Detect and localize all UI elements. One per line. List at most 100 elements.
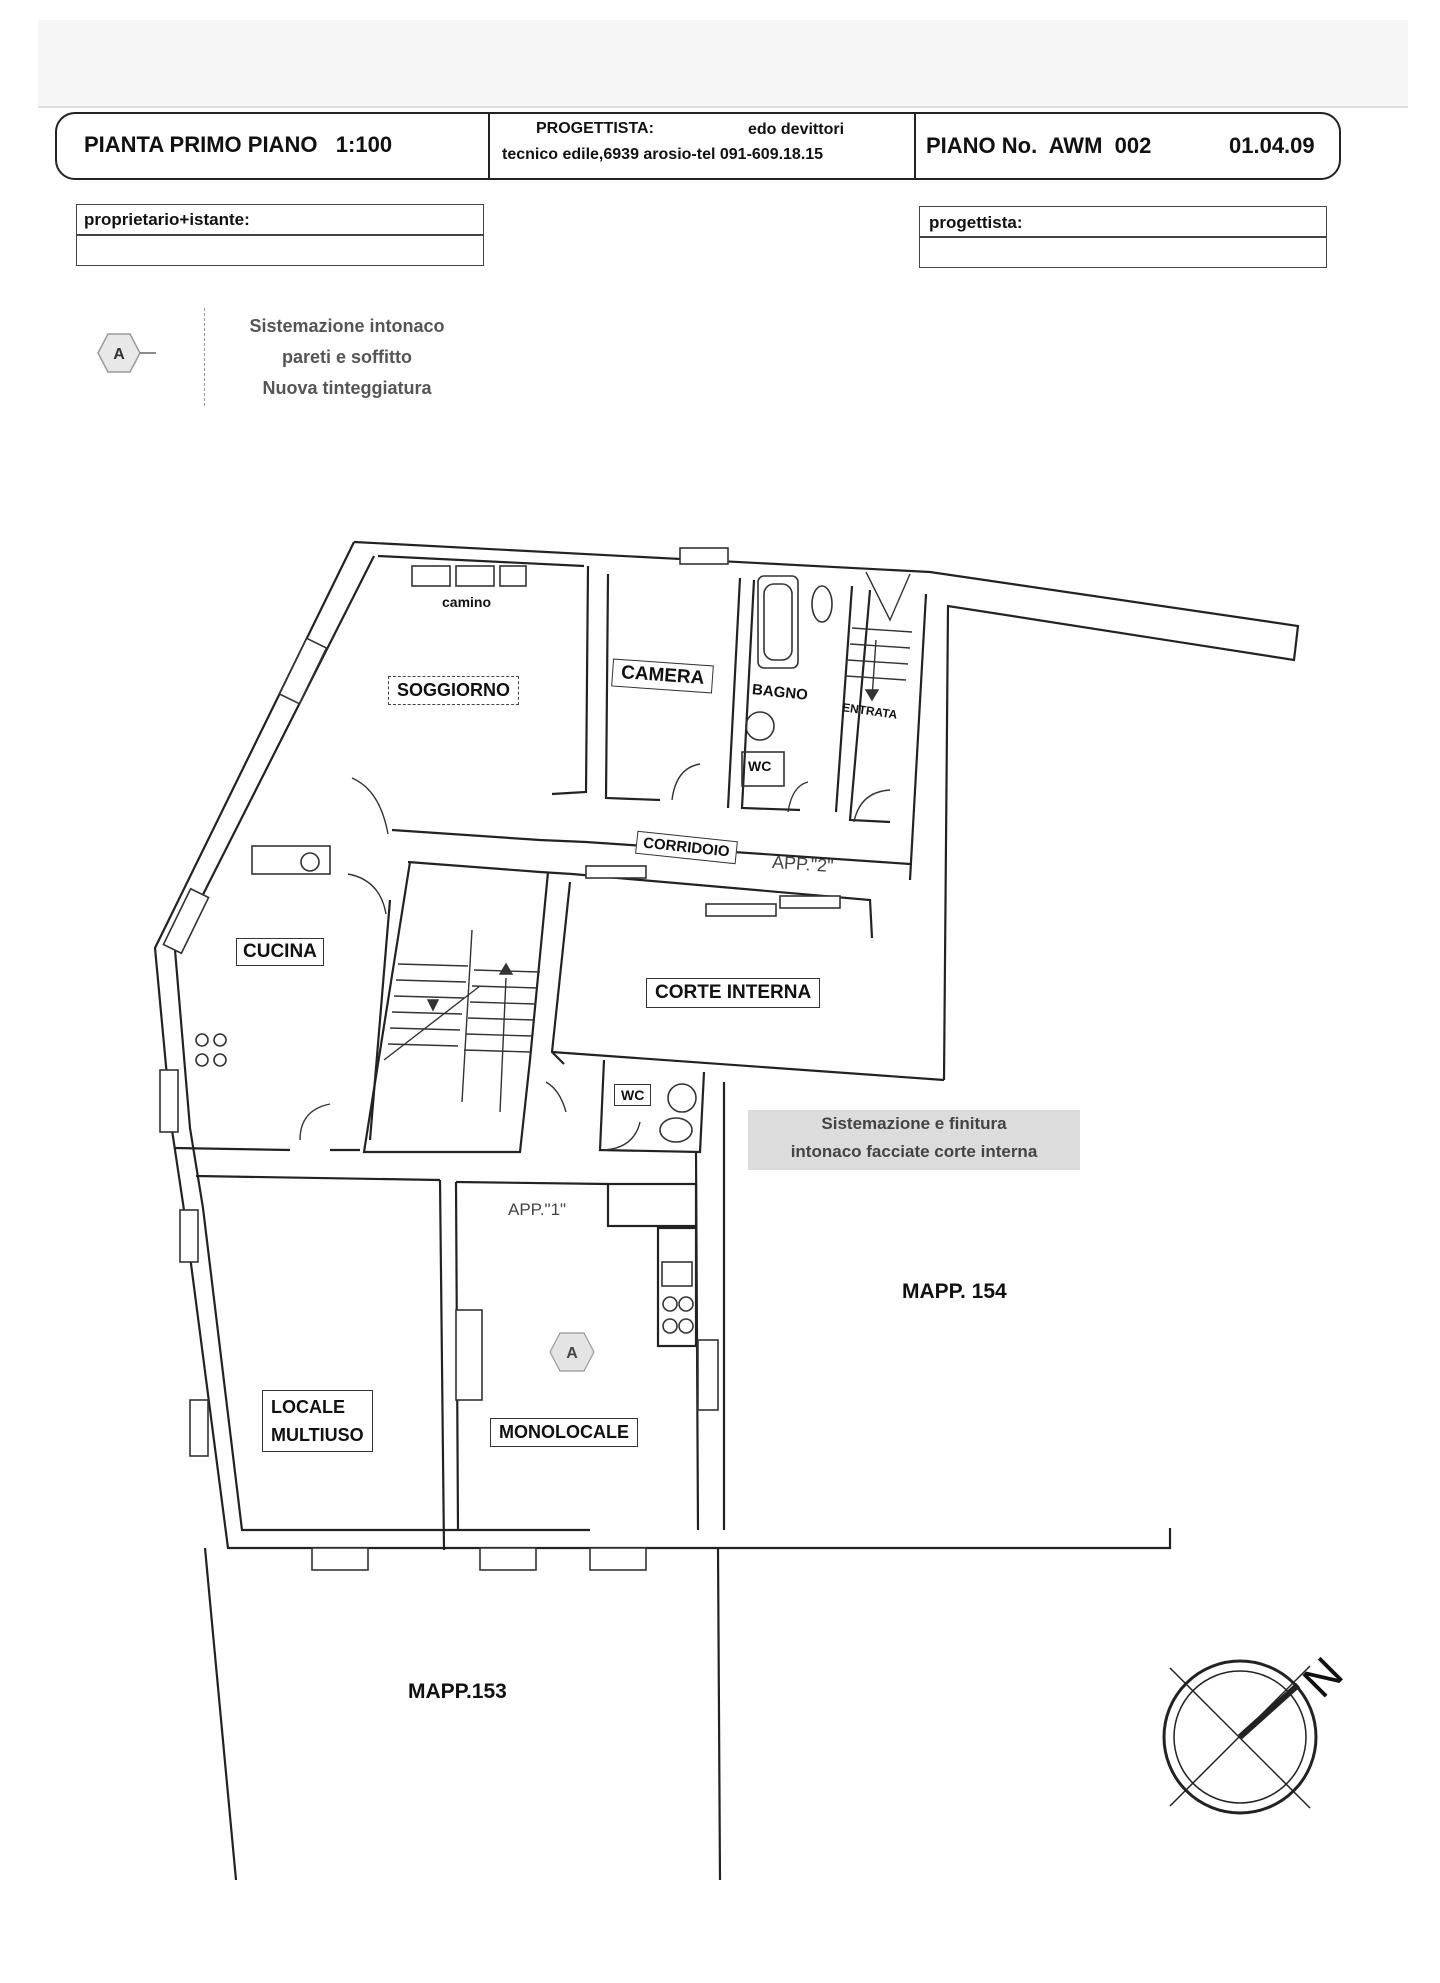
mono-burner-1 — [662, 1296, 678, 1312]
window-soggiorno-west — [278, 637, 328, 705]
camera-walls — [604, 573, 661, 802]
designer-field-divider — [919, 236, 1327, 238]
bathtub-inner — [763, 583, 793, 661]
window-camera-north — [679, 547, 729, 565]
cucina-south-wall — [173, 1146, 291, 1152]
fireplace — [411, 565, 527, 587]
window-locale-west — [179, 1209, 199, 1263]
monolocale-north-wall — [455, 1180, 609, 1186]
window-locale-west-2 — [189, 1399, 209, 1457]
window-monolocale-east — [697, 1339, 719, 1411]
camera-east-wall — [726, 577, 742, 809]
bagno-walls — [740, 579, 801, 812]
window-cucina-west-2 — [159, 1069, 179, 1133]
corridor-north-wall — [391, 828, 911, 866]
mono-burner-3 — [662, 1318, 678, 1334]
label-corte-interna: CORTE INTERNA — [646, 978, 821, 1008]
marker-a-monolocale: A — [549, 1332, 595, 1372]
stair-inner — [368, 899, 392, 1141]
label-multiuso: MULTIUSO — [271, 1425, 364, 1445]
mono-burner-2 — [678, 1296, 694, 1312]
window-corridor-2 — [705, 903, 777, 917]
stove-burner-3 — [195, 1053, 209, 1067]
main-stairs — [383, 929, 541, 1113]
entrata-stairs — [845, 571, 913, 702]
plan-date: 01.04.09 — [1229, 133, 1315, 158]
sink-cucina — [251, 845, 331, 875]
bagno-east-wall — [834, 585, 854, 813]
window-monolocale-west — [455, 1309, 483, 1401]
parcel-154: MAPP. 154 — [902, 1280, 1007, 1303]
top-strip — [38, 20, 1408, 108]
stove-burner-2 — [213, 1033, 227, 1047]
legend-line-1: Sistemazione intonaco — [249, 316, 445, 336]
locale-east-wall — [438, 1179, 446, 1551]
legend-bracket — [204, 308, 205, 406]
designer-name: edo devittori — [748, 121, 845, 138]
label-soggiorno: SOGGIORNO — [388, 676, 520, 705]
designer-label: PROGETTISTA: — [536, 120, 654, 137]
facade-note: Sistemazione e finitura intonaco facciat… — [748, 1110, 1080, 1170]
label-monolocale: MONOLOCALE — [490, 1418, 638, 1447]
soggiorno-east-wall — [551, 565, 590, 796]
legend-text: Sistemazione intonaco pareti e soffitto … — [212, 311, 482, 404]
north-wall-inner — [377, 554, 585, 568]
door-arcs — [299, 763, 891, 1151]
window-monolocale-south-1 — [479, 1547, 537, 1571]
legend-line-3: Nuova tinteggiatura — [262, 378, 432, 398]
owner-field-divider — [76, 234, 484, 236]
label-wc-lower: WC — [614, 1084, 652, 1106]
stair-walls — [362, 861, 550, 1154]
mono-burner-4 — [678, 1318, 694, 1334]
facade-note-line-1: Sistemazione e finitura — [821, 1114, 1007, 1133]
window-cucina-west — [162, 887, 210, 955]
stove-burner-4 — [213, 1053, 227, 1067]
window-locale-south — [311, 1547, 369, 1571]
entrata-wall — [848, 589, 891, 824]
label-locale-multiuso: LOCALE MULTIUSO — [262, 1390, 373, 1452]
north-wall — [353, 540, 1300, 1081]
legend-line-2: pareti e soffitto — [281, 347, 412, 367]
legend-marker-letter: A — [113, 346, 125, 363]
plan-number: PIANO No. AWM 002 — [926, 133, 1152, 158]
title-block-divider-2 — [914, 114, 916, 178]
facade-note-line-2: intonaco facciate corte interna — [790, 1142, 1038, 1161]
title-block-divider-1 — [488, 114, 490, 178]
corte-south-wall — [551, 1050, 945, 1082]
plan-title: PIANTA PRIMO PIANO 1:100 — [84, 132, 393, 157]
corte-west-wall — [550, 881, 572, 1065]
outer-wall-inner — [173, 555, 590, 1532]
bathtub — [757, 575, 799, 669]
label-camino: camino — [442, 594, 492, 610]
parcel-boundary-middle — [716, 1547, 722, 1881]
window-monolocale-south-2 — [589, 1547, 647, 1571]
kitchenette-counter — [656, 1226, 698, 1348]
window-corridor-1 — [585, 865, 647, 879]
parcel-boundary-west — [203, 1547, 238, 1881]
label-app1: APP."1" — [508, 1200, 567, 1219]
mono-sink — [661, 1261, 693, 1287]
legend-marker: A — [97, 333, 156, 373]
title-block — [55, 112, 1341, 180]
stove-burner-1 — [195, 1033, 209, 1047]
sink-cucina-bowl — [300, 852, 320, 872]
label-locale: LOCALE — [271, 1397, 345, 1417]
label-wc-upper: WC — [748, 758, 772, 774]
compass — [1162, 1659, 1318, 1815]
toilet-bagno — [811, 585, 833, 623]
wc-lower-walls — [598, 1059, 706, 1154]
owner-label: proprietario+istante: — [84, 210, 250, 229]
parcel-153: MAPP.153 — [408, 1680, 507, 1703]
wc-upper-box — [741, 751, 785, 787]
corridor-south-wall — [407, 860, 874, 939]
kitchenette — [606, 1182, 698, 1228]
label-app2: APP."2" — [771, 851, 835, 877]
sink-bagno — [745, 711, 775, 741]
locale-north-wall — [195, 1174, 441, 1182]
designer-contact: tecnico edile,6939 arosio-tel 091-609.18… — [502, 146, 824, 163]
sink-lower — [667, 1083, 697, 1113]
window-corridor-3 — [779, 895, 841, 909]
label-cucina: CUCINA — [236, 938, 324, 966]
designer-field-label: progettista: — [929, 213, 1023, 232]
